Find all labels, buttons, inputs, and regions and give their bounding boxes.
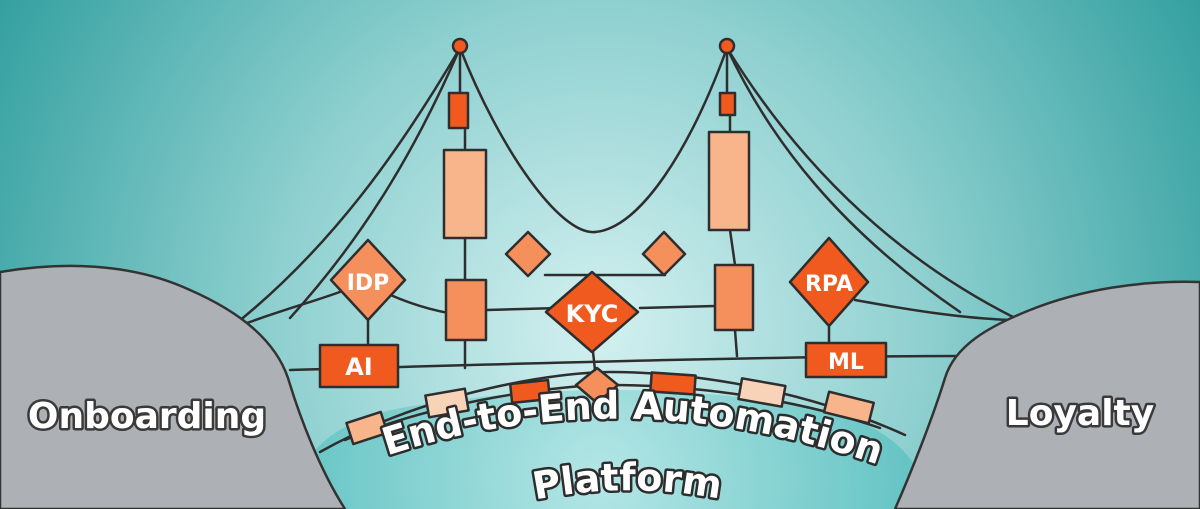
water bbox=[290, 390, 930, 509]
deck-blocks bbox=[345, 366, 875, 446]
node-rpa-label: RPA bbox=[805, 272, 853, 297]
deck-title-line2-path: Platform bbox=[527, 453, 728, 509]
left-bank bbox=[0, 264, 347, 509]
left-tower-tip bbox=[451, 37, 469, 55]
node-ai: AI bbox=[318, 343, 400, 389]
right-tower bbox=[707, 37, 755, 358]
left-bank-label: Onboarding bbox=[28, 396, 266, 437]
node-idp-label: IDP bbox=[347, 271, 390, 296]
node-rpa: RPA bbox=[788, 236, 870, 346]
deck-title-line2: Platform bbox=[529, 455, 725, 508]
node-idp: IDP bbox=[329, 238, 407, 347]
node-ai-label: AI bbox=[345, 353, 373, 381]
right-bank-label: Loyalty bbox=[1006, 393, 1154, 434]
node-ml: ML bbox=[804, 341, 888, 379]
decorative-diamonds bbox=[504, 230, 687, 278]
node-kyc: KYC bbox=[544, 270, 640, 372]
right-bank bbox=[893, 280, 1200, 509]
node-kyc-label: KYC bbox=[566, 300, 619, 328]
right-tower-tip bbox=[718, 37, 736, 55]
left-tower bbox=[442, 37, 488, 370]
node-ml-label: ML bbox=[828, 350, 864, 375]
